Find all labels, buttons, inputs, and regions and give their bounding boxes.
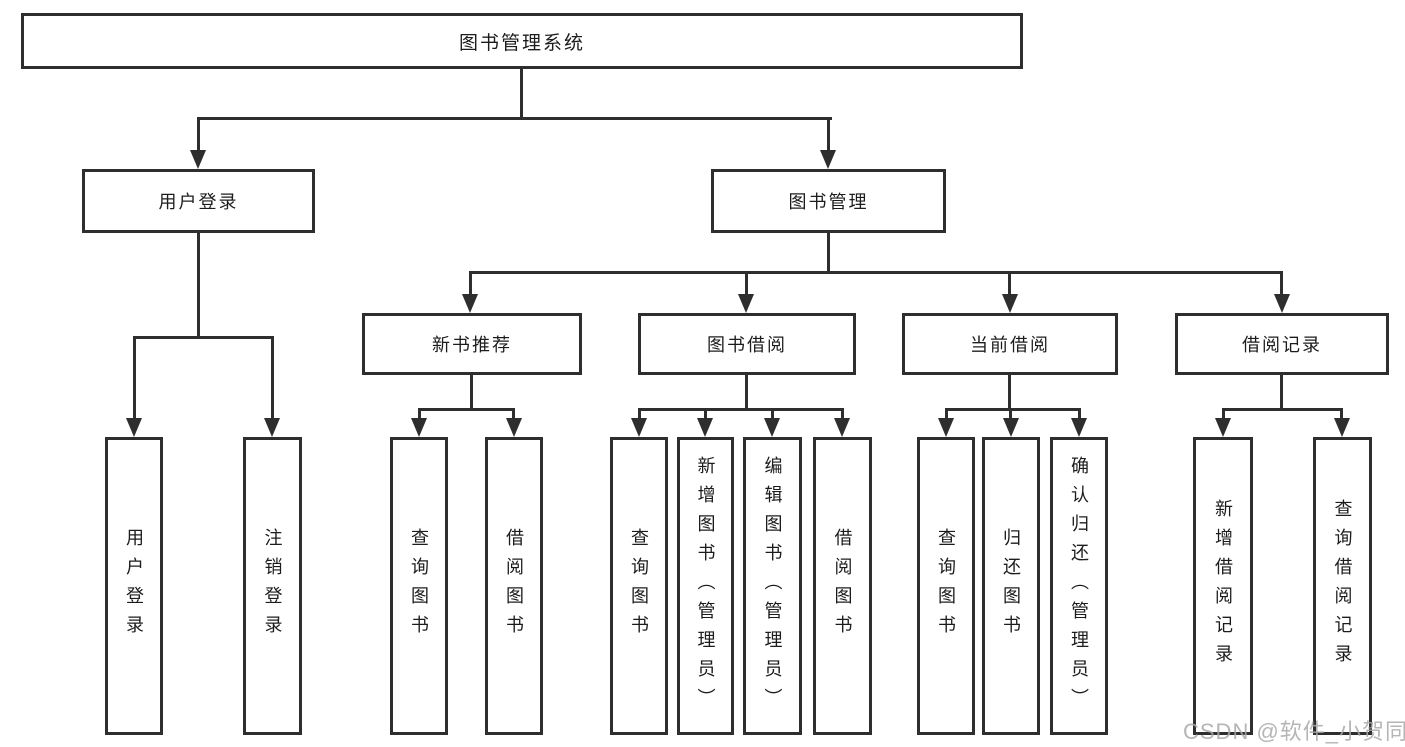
connector-line [469,271,472,297]
connector-line [1009,408,1012,422]
arrowhead-icon [764,418,780,437]
connector-line [1340,408,1343,422]
node-label: 图书借阅 [707,335,787,355]
connector-line [1280,375,1283,411]
arrowhead-icon [1002,294,1018,313]
arrowhead-icon [834,418,850,437]
leaf-query-books: 查询图书 [610,437,668,735]
connector-line [1008,271,1011,297]
node-label: 用户登录 [158,192,239,212]
node-book-borrow: 图书借阅 [638,313,856,375]
node-label: 新书推荐 [432,335,512,355]
connector-line [197,117,200,151]
leaf-label: 查询图书 [936,528,956,644]
connector-line [418,408,421,422]
connector-line [704,408,707,422]
node-current-borrow: 当前借阅 [902,313,1118,375]
connector-line [271,336,274,422]
connector-line [520,69,523,120]
connector-line [197,233,200,339]
connector-line [512,408,515,422]
node-label: 借阅记录 [1242,335,1322,355]
leaf-label: 查询图书 [629,528,649,644]
node-user-login: 用户登录 [82,169,315,233]
leaf-logout: 注销登录 [243,437,302,735]
node-borrow-records: 借阅记录 [1175,313,1389,375]
connector-line [1222,408,1225,422]
connector-line [638,408,641,422]
connector-line [827,233,830,274]
connector-line [841,408,844,422]
node-label: 当前借阅 [970,335,1050,355]
connector-line [418,408,515,411]
leaf-confirm-return-admin: 确认归还（管理员） [1050,437,1108,735]
connector-line [470,375,473,411]
arrowhead-icon [190,150,206,169]
leaf-borrow-books: 借阅图书 [485,437,543,735]
connector-line [638,408,844,411]
connector-line [1078,408,1081,422]
arrowhead-icon [264,418,280,437]
connector-line [1280,271,1283,297]
leaf-add-books-admin: 新增图书（管理员） [677,437,734,735]
leaf-borrow-books: 借阅图书 [813,437,872,735]
arrowhead-icon [1215,418,1231,437]
arrowhead-icon [631,418,647,437]
arrowhead-icon [738,294,754,313]
leaf-label: 借阅图书 [504,528,524,644]
connector-line [1008,375,1011,411]
connector-line [771,408,774,422]
leaf-label: 查询借阅记录 [1332,499,1353,673]
leaf-label: 注销登录 [262,528,283,644]
arrowhead-icon [697,418,713,437]
connector-line [1222,408,1343,411]
leaf-edit-books-admin: 编辑图书（管理员） [743,437,802,735]
arrowhead-icon [506,418,522,437]
connector-line [469,271,1283,274]
connector-line [945,408,1081,411]
arrowhead-icon [938,418,954,437]
node-new-book-recommend: 新书推荐 [362,313,582,375]
arrowhead-icon [1334,418,1350,437]
arrowhead-icon [820,150,836,169]
leaf-label: 编辑图书（管理员） [762,455,783,717]
leaf-label: 查询图书 [409,528,429,644]
arrowhead-icon [411,418,427,437]
leaf-return-books: 归还图书 [982,437,1040,735]
arrowhead-icon [126,418,142,437]
node-library-system: 图书管理系统 [21,13,1023,69]
node-label: 图书管理 [788,192,869,212]
csdn-watermark: CSDN @软件_小贺同学 [1183,719,1405,744]
node-label: 图书管理系统 [458,32,585,54]
arrowhead-icon [1003,418,1019,437]
leaf-query-books: 查询图书 [917,437,975,735]
arrowhead-icon [1274,294,1290,313]
connector-line [745,375,748,411]
leaf-add-borrow-record: 新增借阅记录 [1193,437,1253,735]
arrowhead-icon [1071,418,1087,437]
leaf-user-login: 用户登录 [105,437,163,735]
leaf-label: 新增借阅记录 [1213,499,1233,673]
connector-line [827,117,830,151]
connector-line [745,271,748,297]
arrowhead-icon [462,294,478,313]
leaf-label: 新增图书（管理员） [695,455,716,717]
leaf-query-books: 查询图书 [390,437,448,735]
connector-line [133,336,136,422]
connector-line [945,408,948,422]
leaf-label: 用户登录 [124,528,144,644]
leaf-query-borrow-record: 查询借阅记录 [1313,437,1372,735]
leaf-label: 确认归还（管理员） [1069,455,1089,717]
leaf-label: 借阅图书 [832,528,853,644]
leaf-label: 归还图书 [1001,528,1021,644]
connector-line [197,117,832,120]
node-book-management: 图书管理 [711,169,946,233]
connector-line [133,336,274,339]
